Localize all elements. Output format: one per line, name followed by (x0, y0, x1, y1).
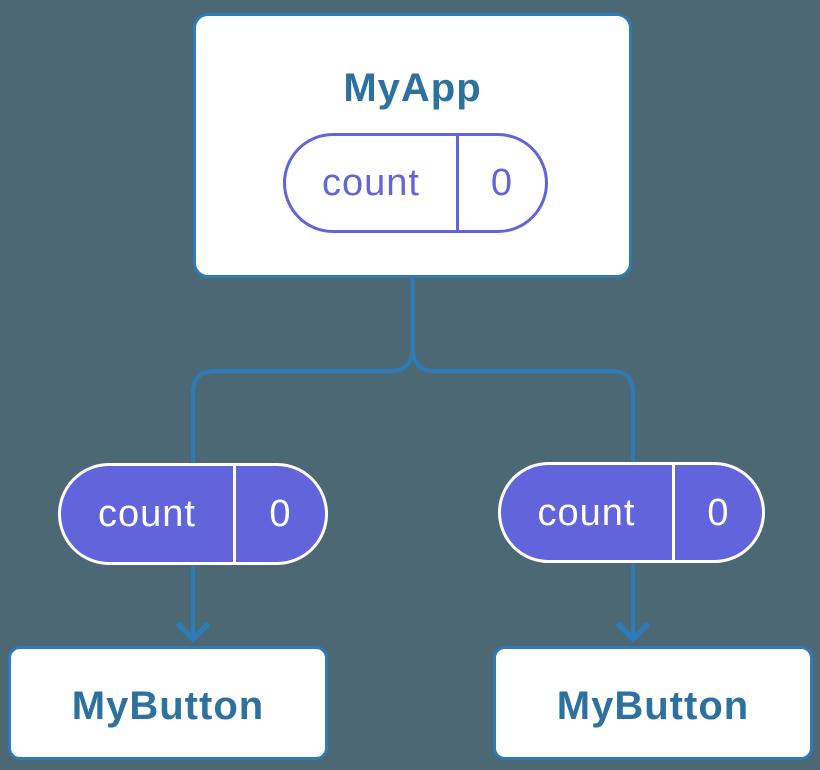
myapp-label: MyApp (343, 66, 482, 110)
prop-value: 0 (233, 466, 325, 562)
connector-branches (191, 278, 635, 637)
state-value: 0 (456, 136, 545, 230)
state-name: count (322, 162, 420, 204)
mybutton-label: MyButton (556, 683, 750, 728)
prop-pill-left: count 0 (58, 463, 328, 565)
mybutton-label: MyButton (71, 683, 265, 728)
arrow-down-icon (615, 621, 651, 643)
state-pill: count 0 (283, 133, 548, 233)
node-mybutton-left: MyButton (8, 646, 328, 760)
prop-pill-right: count 0 (498, 462, 765, 563)
node-mybutton-right: MyButton (493, 646, 813, 760)
node-myapp: MyApp count 0 (193, 13, 632, 278)
prop-value: 0 (672, 465, 762, 560)
prop-name: count (98, 493, 196, 535)
prop-name: count (537, 491, 636, 534)
node-title: MyApp (196, 64, 629, 112)
arrow-down-icon (175, 621, 211, 643)
